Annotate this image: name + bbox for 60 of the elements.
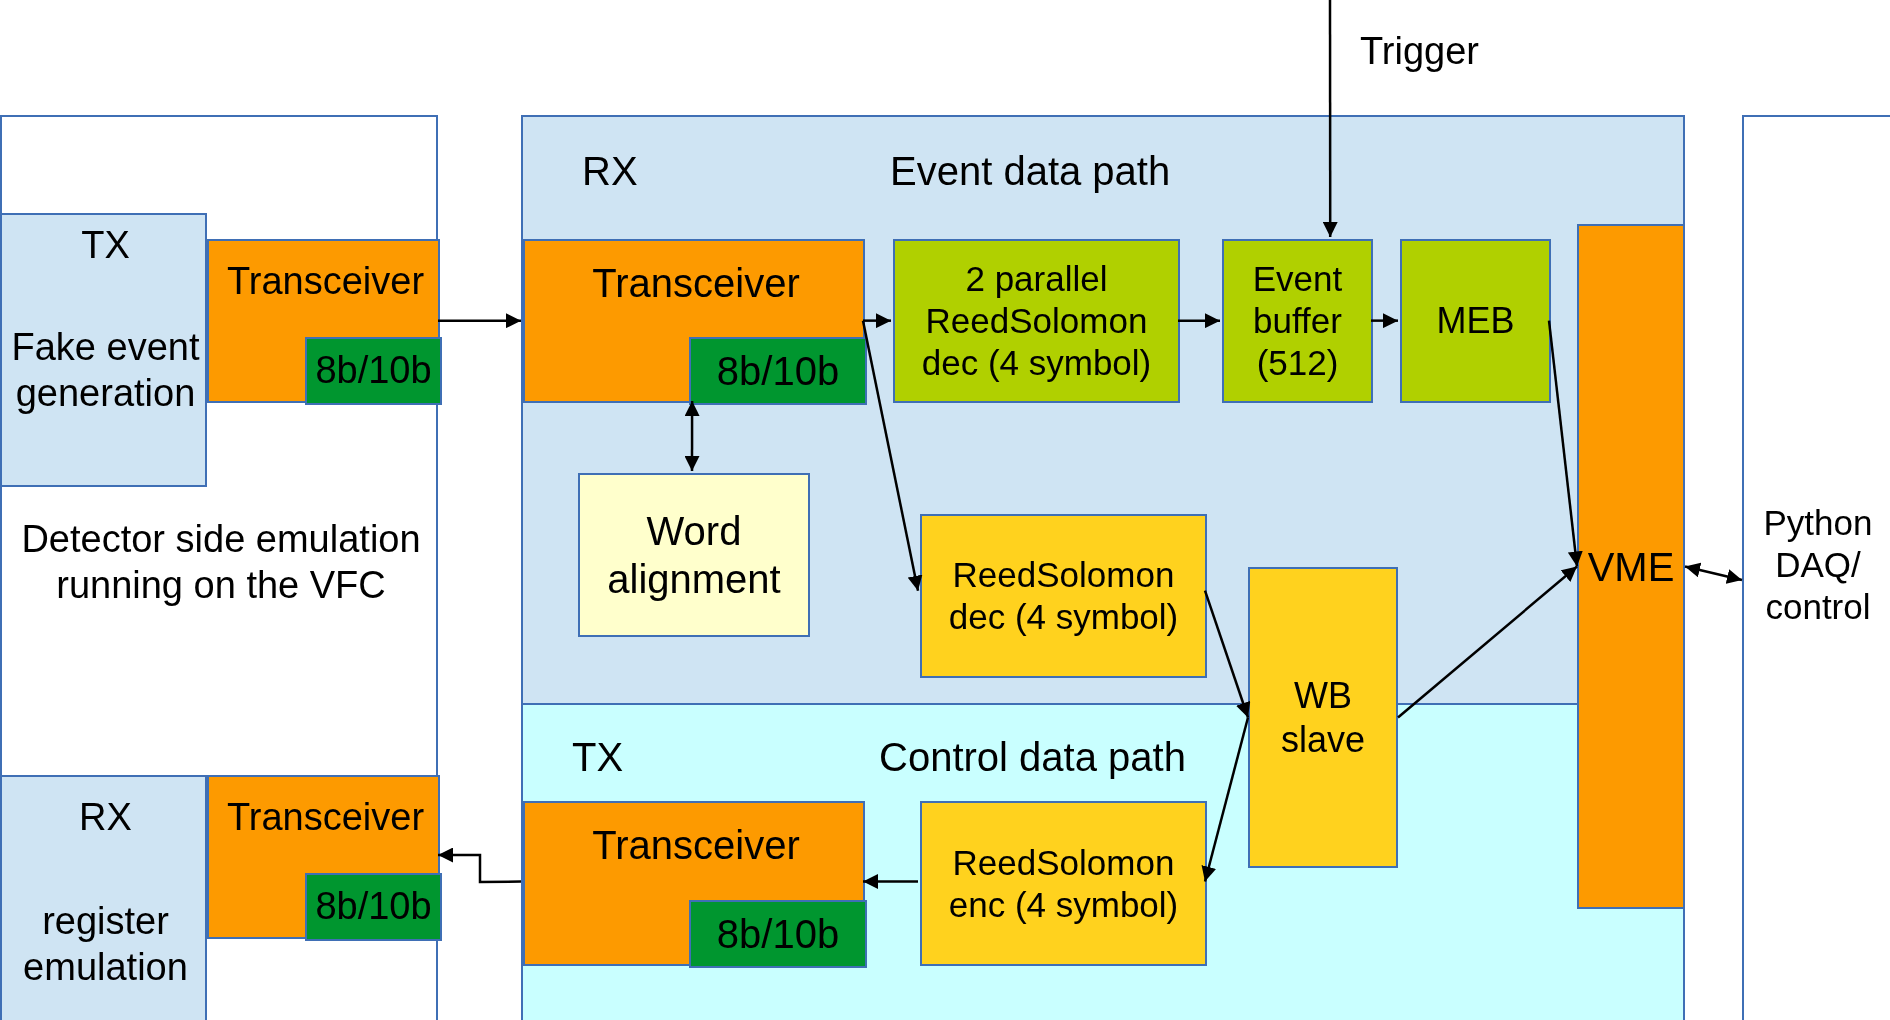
- arrow: [861, 320, 923, 591]
- bus-bar: [1577, 224, 1685, 909]
- node-label: Transceiver: [591, 260, 801, 307]
- process-box: [0, 213, 207, 487]
- node-label: RX: [582, 148, 638, 195]
- transceiver-box: [523, 801, 865, 966]
- node-label: Transceiver: [225, 795, 426, 840]
- process-box: [0, 775, 207, 1020]
- encoder-box: [689, 900, 867, 968]
- arrow: [1203, 590, 1251, 718]
- node-label: Detector side emulation running on the VFC: [20, 517, 422, 608]
- node-label: 8b/10b: [315, 348, 432, 394]
- node-label: TX: [80, 223, 131, 268]
- node-label: Event buffer (512): [1251, 258, 1344, 384]
- arrow: [1397, 565, 1578, 719]
- node-label: Transceiver: [591, 822, 801, 869]
- node-label: ReedSolomon enc (4 symbol): [947, 841, 1180, 926]
- process-box: [920, 801, 1207, 966]
- process-box: [893, 239, 1180, 403]
- node-label: ReedSolomon dec (4 symbol): [947, 554, 1180, 638]
- signal-label: Trigger: [1360, 30, 1479, 73]
- process-box: [578, 473, 810, 637]
- arrow: [1201, 717, 1250, 882]
- node-label: 8b/10b: [716, 348, 840, 395]
- process-box: [1400, 239, 1551, 403]
- node-label: 2 parallel ReedSolomon dec (4 symbol): [920, 258, 1153, 384]
- transceiver-box: [207, 775, 440, 939]
- process-box: [920, 514, 1207, 678]
- node-label: TX: [572, 734, 624, 781]
- arrow: [863, 313, 891, 329]
- encoder-box: [305, 337, 442, 405]
- arrow: [1371, 313, 1398, 329]
- node-label: MEB: [1436, 299, 1515, 343]
- node-label: WB slave: [1279, 674, 1366, 761]
- arrow: [863, 874, 918, 889]
- node-label: 8b/10b: [716, 911, 840, 958]
- arrow: [1322, 0, 1338, 237]
- arrow: [1684, 562, 1743, 584]
- node-label: Control data path: [879, 734, 1186, 781]
- arrow: [684, 401, 700, 471]
- host-panel: [1742, 115, 1890, 1020]
- transceiver-box: [523, 239, 865, 403]
- encoder-box: [689, 337, 867, 405]
- process-box: [1222, 239, 1373, 403]
- node-label: RX: [78, 795, 133, 840]
- node-label: Fake event generation: [10, 325, 201, 416]
- transceiver-box: [207, 239, 440, 403]
- node-label: Transceiver: [225, 259, 426, 304]
- node-label: VME: [1587, 543, 1675, 591]
- process-box: [1248, 567, 1398, 868]
- node-label: 8b/10b: [315, 884, 432, 930]
- node-label: Python DAQ/ control: [1762, 502, 1874, 628]
- arrow: [438, 847, 521, 884]
- node-label: Event data path: [890, 148, 1171, 195]
- node-label: Word alignment: [606, 508, 782, 603]
- arrow: [1178, 313, 1220, 329]
- encoder-box: [305, 873, 442, 941]
- node-label: register emulation: [22, 899, 189, 990]
- arrow: [438, 313, 521, 329]
- arrow: [1547, 320, 1583, 567]
